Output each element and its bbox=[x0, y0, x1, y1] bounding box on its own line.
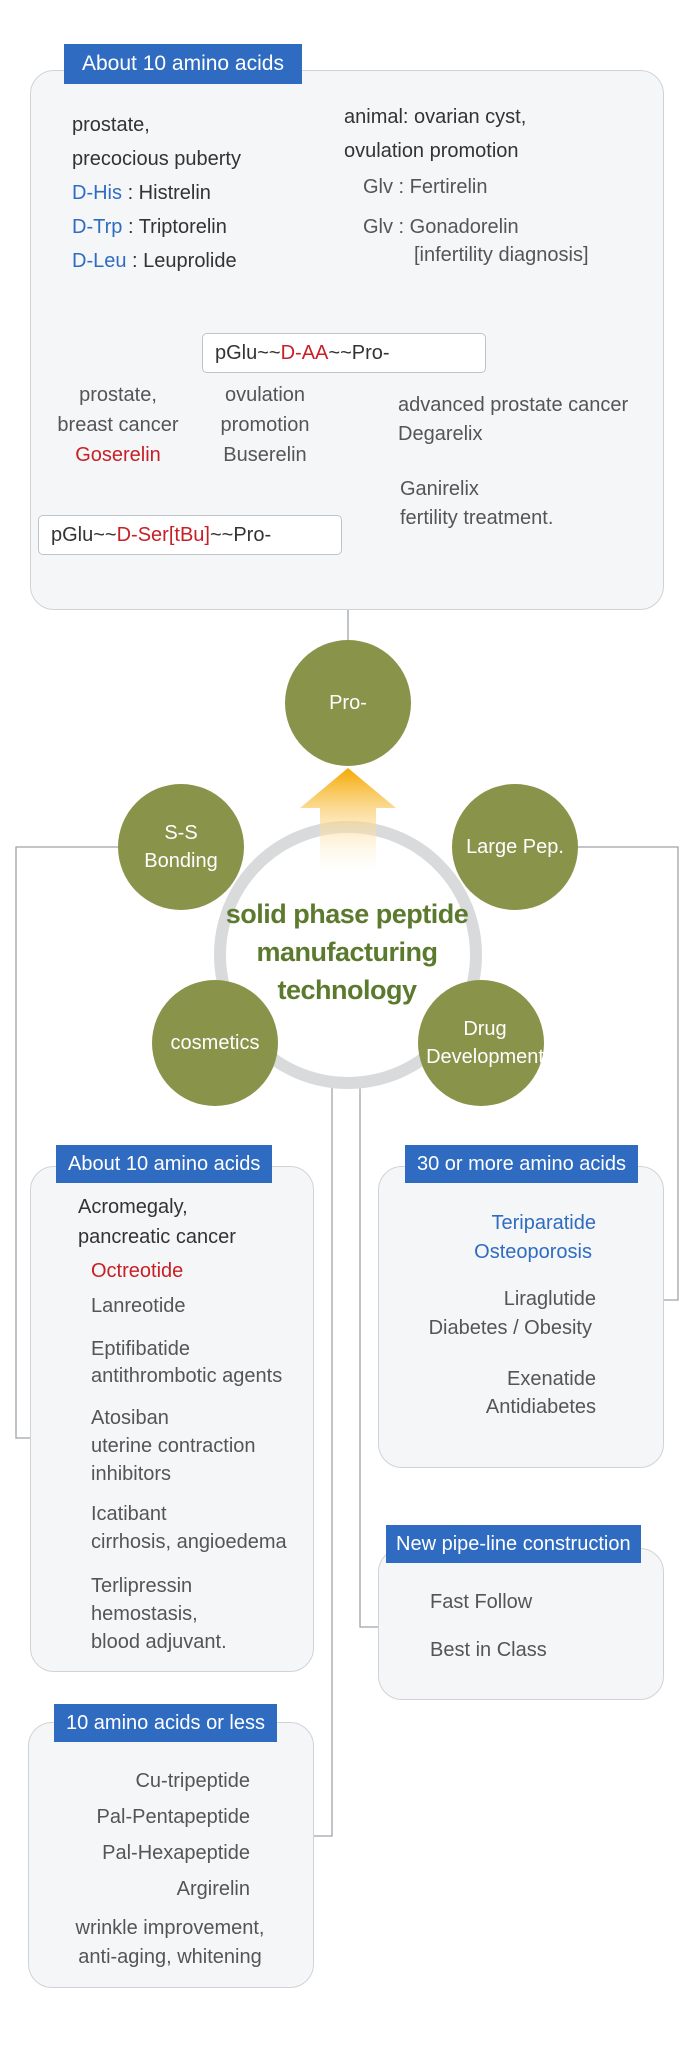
precocious-puberty-label: precocious puberty bbox=[72, 148, 241, 170]
node-cosmetics-label: cosmetics bbox=[170, 1032, 260, 1054]
cosmetic-effect-1: wrinkle improvement, bbox=[75, 1917, 265, 1939]
center-title-line-1: solid phase peptide bbox=[225, 899, 469, 929]
goserelin-indication-1: prostate, bbox=[79, 384, 157, 406]
node-pro: Pro- bbox=[285, 640, 411, 766]
node-ss-label-2: Bonding bbox=[144, 850, 218, 872]
node-ss-bonding: S-S Bonding bbox=[118, 784, 244, 910]
pancreatic-cancer-label: pancreatic cancer bbox=[78, 1226, 236, 1248]
argirelin-name: Argirelin bbox=[176, 1878, 250, 1900]
exenatide-name: Exenatide bbox=[507, 1368, 596, 1390]
best-in-class-label: Best in Class bbox=[430, 1639, 547, 1661]
formula-d-ser-prefix: pGlu~~ bbox=[51, 524, 117, 546]
histrelin-row: D-His : Histrelin bbox=[72, 178, 211, 208]
top-panel-tag: About 10 amino acids bbox=[64, 44, 302, 84]
right-mid-panel bbox=[378, 1166, 664, 1468]
formula-d-ser: pGlu~~D-Ser[tBu]~~Pro- bbox=[38, 515, 342, 555]
left-mid-tag: About 10 amino acids bbox=[56, 1145, 273, 1183]
animal-label: animal: ovarian cyst, bbox=[344, 106, 527, 128]
terlipressin-name: Terlipressin bbox=[91, 1575, 193, 1597]
fertirelin-label: Glv : Fertirelin bbox=[363, 176, 488, 198]
pipeline-panel bbox=[378, 1548, 664, 1700]
teriparatide-indication: Osteoporosis bbox=[474, 1241, 592, 1263]
formula-d-ser-suffix: ~~Pro- bbox=[209, 524, 272, 546]
goserelin-indication-2: breast cancer bbox=[57, 414, 179, 436]
formula-d-aa-suffix: ~~Pro- bbox=[328, 342, 390, 364]
degarelix-indication: advanced prostate cancer bbox=[398, 394, 629, 416]
pal-pentapeptide-name: Pal-Pentapeptide bbox=[96, 1806, 250, 1828]
left-mid-panel bbox=[30, 1166, 314, 1672]
atosiban-name: Atosiban bbox=[91, 1407, 169, 1429]
node-pro-label: Pro- bbox=[329, 692, 367, 714]
d-trp-code: D-Trp bbox=[72, 216, 123, 238]
triptorelin-name: : Triptorelin bbox=[127, 216, 227, 238]
ganirelix-indication: fertility treatment. bbox=[400, 507, 554, 529]
center-title: solid phase peptide manufacturing techno… bbox=[220, 895, 474, 1009]
prostate-label: prostate, bbox=[72, 114, 150, 136]
formula-d-aa-residue: D-AA bbox=[280, 342, 329, 364]
lanreotide-name: Lanreotide bbox=[91, 1295, 186, 1317]
formula-d-aa-prefix: pGlu~~ bbox=[215, 342, 281, 364]
terlipressin-indication-2: blood adjuvant. bbox=[91, 1631, 227, 1653]
atosiban-indication-1: uterine contraction bbox=[91, 1435, 256, 1457]
icatibant-indication: cirrhosis, angioedema bbox=[91, 1531, 287, 1553]
degarelix-name: Degarelix bbox=[398, 423, 483, 445]
node-cosmetics: cosmetics bbox=[152, 980, 278, 1106]
liraglutide-name: Liraglutide bbox=[503, 1288, 596, 1310]
bottom-panel bbox=[28, 1722, 314, 1988]
formula-d-aa: pGlu~~D-AA~~Pro- bbox=[202, 333, 486, 373]
buserelin-indication-2: promotion bbox=[220, 414, 310, 436]
buserelin-name: Buserelin bbox=[223, 444, 307, 466]
node-drug-label-2: Development bbox=[426, 1046, 544, 1068]
histrelin-name: : Histrelin bbox=[127, 182, 211, 204]
right-mid-tag: 30 or more amino acids bbox=[405, 1145, 638, 1183]
node-large-pep-label: Large Pep. bbox=[466, 836, 564, 858]
formula-d-ser-residue: D-Ser[tBu] bbox=[116, 524, 210, 546]
exenatide-indication: Antidiabetes bbox=[485, 1396, 596, 1418]
cu-tripeptide-name: Cu-tripeptide bbox=[135, 1770, 250, 1792]
eptifibatide-name: Eptifibatide bbox=[91, 1338, 190, 1360]
octreotide-name: Octreotide bbox=[91, 1260, 184, 1282]
buserelin-indication-1: ovulation bbox=[224, 384, 306, 406]
node-drug-label-1: Drug bbox=[463, 1018, 507, 1040]
atosiban-indication-2: inhibitors bbox=[91, 1463, 172, 1485]
fast-follow-label: Fast Follow bbox=[430, 1591, 533, 1613]
node-large-pep: Large Pep. bbox=[452, 784, 578, 910]
terlipressin-indication-1: hemostasis, bbox=[91, 1603, 198, 1625]
pipeline-tag: New pipe-line construction bbox=[386, 1525, 641, 1563]
ganirelix-name: Ganirelix bbox=[400, 478, 479, 500]
leuprolide-row: D-Leu : Leuprolide bbox=[72, 246, 237, 276]
cosmetic-effect-2: anti-aging, whitening bbox=[78, 1946, 262, 1968]
leuprolide-name: : Leuprolide bbox=[132, 250, 237, 272]
bottom-tag: 10 amino acids or less bbox=[54, 1704, 277, 1742]
eptifibatide-indication: antithrombotic agents bbox=[91, 1365, 283, 1387]
goserelin-name: Goserelin bbox=[75, 444, 161, 466]
triptorelin-row: D-Trp : Triptorelin bbox=[72, 212, 227, 242]
infertility-diagnosis-label: [infertility diagnosis] bbox=[414, 244, 589, 266]
liraglutide-indication: Diabetes / Obesity bbox=[428, 1317, 592, 1339]
acromegaly-label: Acromegaly, bbox=[78, 1196, 188, 1218]
center-title-line-2: manufacturing bbox=[256, 937, 438, 967]
icatibant-name: Icatibant bbox=[91, 1503, 167, 1525]
d-his-code: D-His bbox=[72, 182, 122, 204]
center-title-line-3: technology bbox=[277, 975, 417, 1005]
node-ss-label-1: S-S bbox=[164, 822, 198, 844]
teriparatide-name: Teriparatide bbox=[491, 1212, 596, 1234]
gonadorelin-label: Glv : Gonadorelin bbox=[363, 216, 519, 238]
d-leu-code: D-Leu bbox=[72, 250, 127, 272]
ovulation-promotion-label: ovulation promotion bbox=[344, 140, 519, 162]
pal-hexapeptide-name: Pal-Hexapeptide bbox=[102, 1842, 250, 1864]
